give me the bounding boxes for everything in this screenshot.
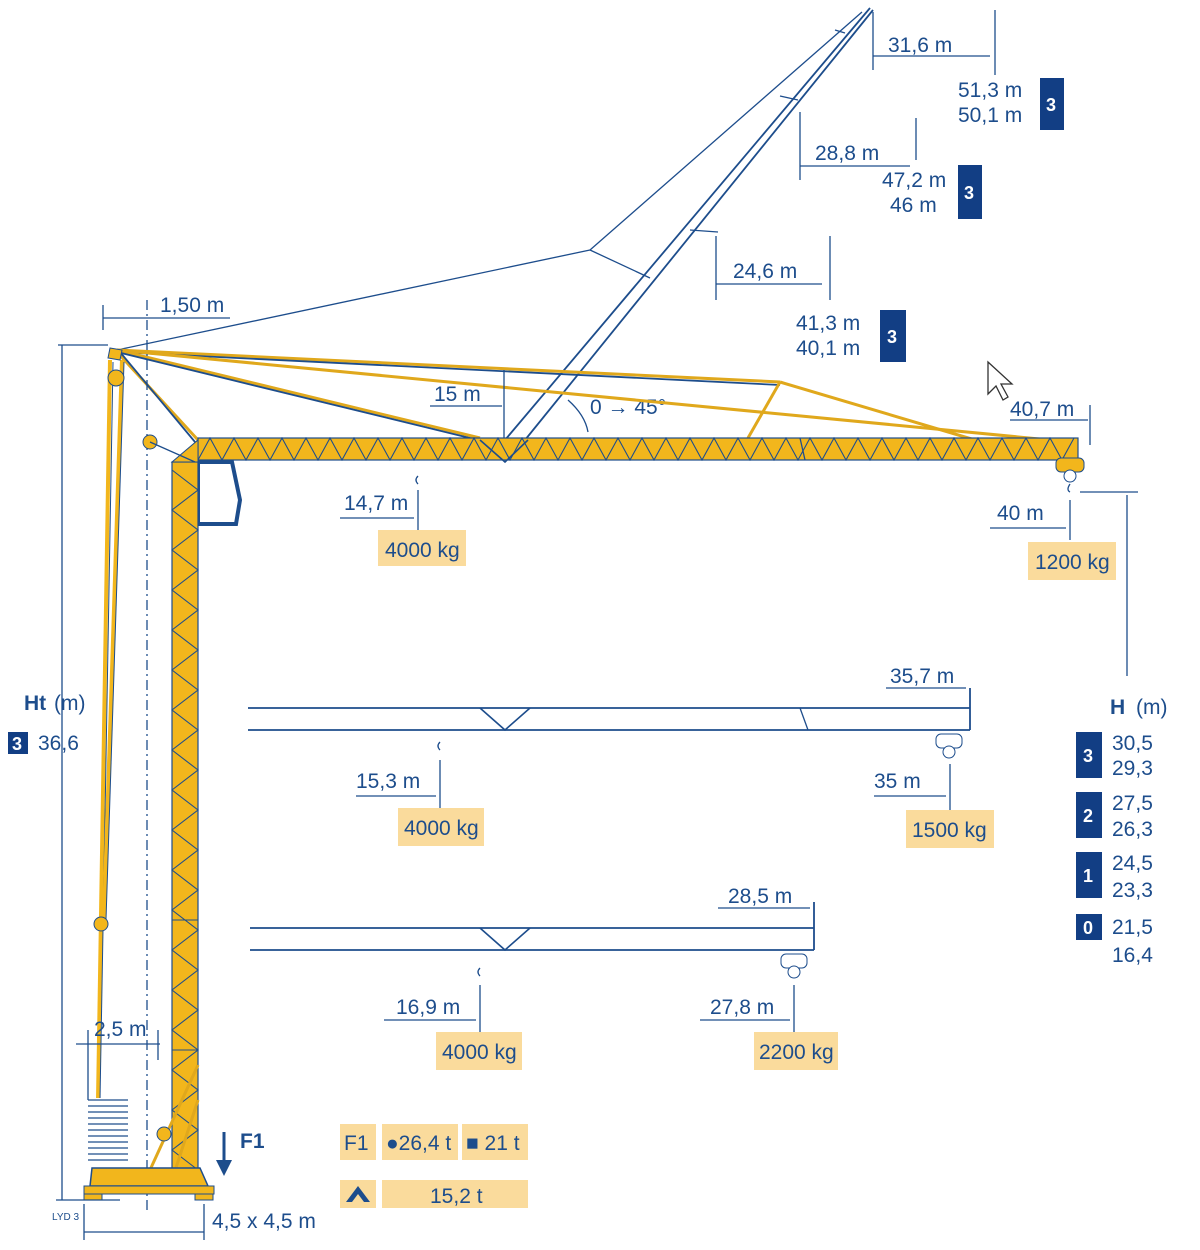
luff-badge-1-text: 3 (1046, 95, 1056, 115)
top-dimensions (102, 300, 1091, 1210)
h-row-0-a: 21,5 (1112, 916, 1153, 939)
ht-value: 36,6 (38, 732, 79, 755)
luffing-dimensions (715, 10, 996, 300)
luff-badge-2 (958, 165, 982, 219)
max-radius-label: 40,7 m (1010, 398, 1074, 421)
luff-badge-3-text: 3 (887, 327, 897, 347)
jib1-l1-box (378, 530, 466, 566)
h-row-2-badge-text: 2 (1083, 806, 1093, 826)
luffing-jib (116, 7, 874, 441)
ht-dimension (56, 344, 205, 1240)
h-row-3-a: 30,5 (1112, 732, 1153, 755)
force-f1-label: F1 (344, 1132, 369, 1155)
base-chassis (83, 1167, 215, 1201)
force-round: ●26,4 t (386, 1132, 451, 1155)
mouse-cursor-icon (987, 360, 1014, 401)
ht-badge-text: 3 (12, 734, 22, 754)
jib2-length: 35,7 m (890, 665, 954, 688)
luff-height-3a: 41,3 m (796, 312, 860, 335)
force-table (340, 1124, 528, 1208)
f1-label: F1 (240, 1130, 265, 1153)
ht-label: Ht (24, 692, 46, 715)
jib2-l1-box (398, 808, 484, 846)
jib2 (248, 687, 971, 810)
luff-pivot-label: 15 m (434, 383, 481, 406)
jib1-l1: 4000 kg (385, 539, 460, 562)
operator-cab (196, 460, 243, 526)
luff-radius-2: 28,8 m (815, 142, 879, 165)
counter-offset-label: 1,50 m (160, 294, 224, 317)
jib2-tip: 35 m (874, 770, 921, 793)
h-unit: (m) (1136, 696, 1167, 719)
jib1-r1: 14,7 m (344, 492, 408, 515)
f1-arrow (216, 1132, 232, 1176)
force-square: ■ 21 t (466, 1132, 520, 1155)
jib-stays (115, 348, 1051, 443)
h-row-0-b: 16,4 (1112, 944, 1153, 967)
jib3 (250, 902, 815, 1035)
h-row-1-a: 24,5 (1112, 852, 1153, 875)
h-row-1-b: 23,3 (1112, 879, 1153, 902)
h-row-2-a: 27,5 (1112, 792, 1153, 815)
luff-height-1a: 51,3 m (958, 79, 1022, 102)
jib1-tip-box (1028, 542, 1116, 580)
ballast-stack (88, 1098, 128, 1168)
jib2-tip-load: 1500 kg (912, 819, 987, 842)
jib3-tip-box (754, 1032, 838, 1070)
h-row-3-badge (1076, 732, 1102, 778)
jib3-length: 28,5 m (728, 885, 792, 908)
jib3-tip-load: 2200 kg (759, 1041, 834, 1064)
tower (93, 347, 200, 1181)
h-row-3-badge-text: 3 (1083, 746, 1093, 766)
luff-badge-2-text: 3 (964, 183, 974, 203)
h-row-1-badge (1076, 852, 1102, 898)
h-row-3-b: 29,3 (1112, 757, 1153, 780)
h-row-2-b: 26,3 (1112, 818, 1153, 841)
luff-radius-1: 31,6 m (888, 34, 952, 57)
jib1-dimensions (340, 475, 1138, 676)
luff-height-3b: 40,1 m (796, 337, 860, 360)
h-row-1-badge-text: 1 (1083, 866, 1093, 886)
luff-height-2a: 47,2 m (882, 169, 946, 192)
luff-height-1b: 50,1 m (958, 104, 1022, 127)
base-size: 4,5 x 4,5 m (212, 1210, 316, 1233)
jib2-l1: 4000 kg (404, 817, 479, 840)
main-jib (197, 436, 1085, 493)
ballast-width: 2,5 m (94, 1018, 147, 1041)
ht-unit: (m) (54, 692, 85, 715)
jib3-r1: 16,9 m (396, 996, 460, 1019)
jib3-l1-box (436, 1032, 522, 1070)
luff-radius-3: 24,6 m (733, 260, 797, 283)
h-label: H (1110, 696, 1125, 719)
jib3-tip: 27,8 m (710, 996, 774, 1019)
ht-badge (8, 732, 28, 754)
luff-badge-1 (1040, 78, 1064, 130)
jib2-r1: 15,3 m (356, 770, 420, 793)
h-row-0-badge-text: 0 (1083, 918, 1093, 938)
h-row-0-badge (1076, 914, 1102, 940)
h-row-2-badge (1076, 792, 1102, 838)
jib1-tip: 40 m (997, 502, 1044, 525)
jib1-tip-load: 1200 kg (1035, 551, 1110, 574)
model-label: LYD 3 (52, 1212, 79, 1223)
luff-badge-3 (880, 310, 906, 362)
luff-height-2b: 46 m (890, 194, 937, 217)
jib2-tip-box (906, 810, 994, 848)
jib3-l1: 4000 kg (442, 1041, 517, 1064)
force-foot: 15,2 t (430, 1185, 483, 1208)
